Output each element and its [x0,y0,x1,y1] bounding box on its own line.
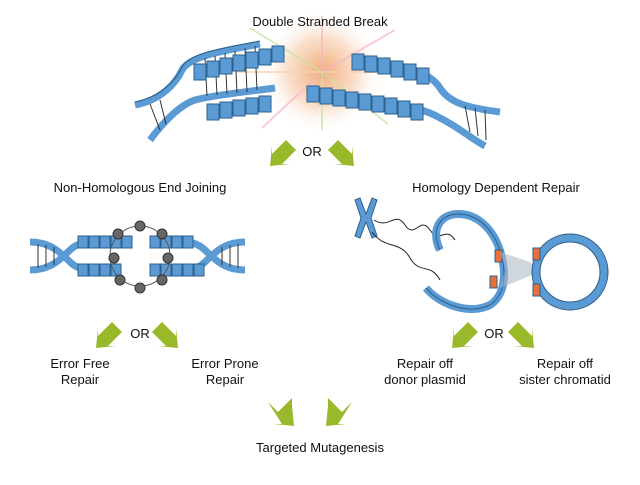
hdr-label: Homology Dependent Repair [412,180,580,195]
sister-chromatid-ring [532,234,608,310]
arrow-right-to-result [326,398,352,426]
donor-plasmid-label: Repair off donor plasmid [360,356,490,388]
nhej-illustration [29,220,246,294]
arrows-top [270,140,354,166]
crossover-x [500,252,540,288]
hdr-illustration [354,197,609,313]
nick-marker [494,249,503,263]
arrow-to-nhej [270,140,296,166]
error-free-line-2: Repair [60,372,100,387]
donor-plasmid-line-1: Repair off [396,356,454,371]
arrow-to-hdr [328,140,354,166]
sister-chromatid-line-2: sister chromatid [519,372,611,387]
dna-fragment-left [134,40,285,143]
arrows-bottom [268,398,352,426]
or-label: OR [484,326,504,341]
sister-chromatid-line-1: Repair off [536,356,594,371]
arrow-to-donor-plasmid [452,322,478,348]
dna-fragment-right [306,53,501,150]
error-prone-line-1: Error Prone [191,356,259,371]
arrows-middle [96,322,534,348]
or-label: OR [130,326,150,341]
or-label: OR [302,144,322,159]
sister-chromatid-label: Repair off sister chromatid [500,356,630,388]
error-free-label: Error Free Repair [30,356,130,388]
arrow-to-sister-chromatid [508,322,534,348]
repair-proteins [108,220,174,294]
error-prone-label: Error Prone Repair [170,356,280,388]
chromosome-icon [354,197,378,239]
nick-marker [489,275,498,289]
arrow-left-to-result [268,398,294,426]
error-free-line-1: Error Free [50,356,110,371]
arrow-to-error-prone [152,322,178,348]
error-prone-line-2: Repair [205,372,245,387]
result-label: Targeted Mutagenesis [256,440,384,455]
title-label: Double Stranded Break [252,14,388,29]
nhej-label: Non-Homologous End Joining [53,180,227,195]
donor-plasmid-line-2: donor plasmid [384,372,466,387]
arrow-to-error-free [96,322,122,348]
